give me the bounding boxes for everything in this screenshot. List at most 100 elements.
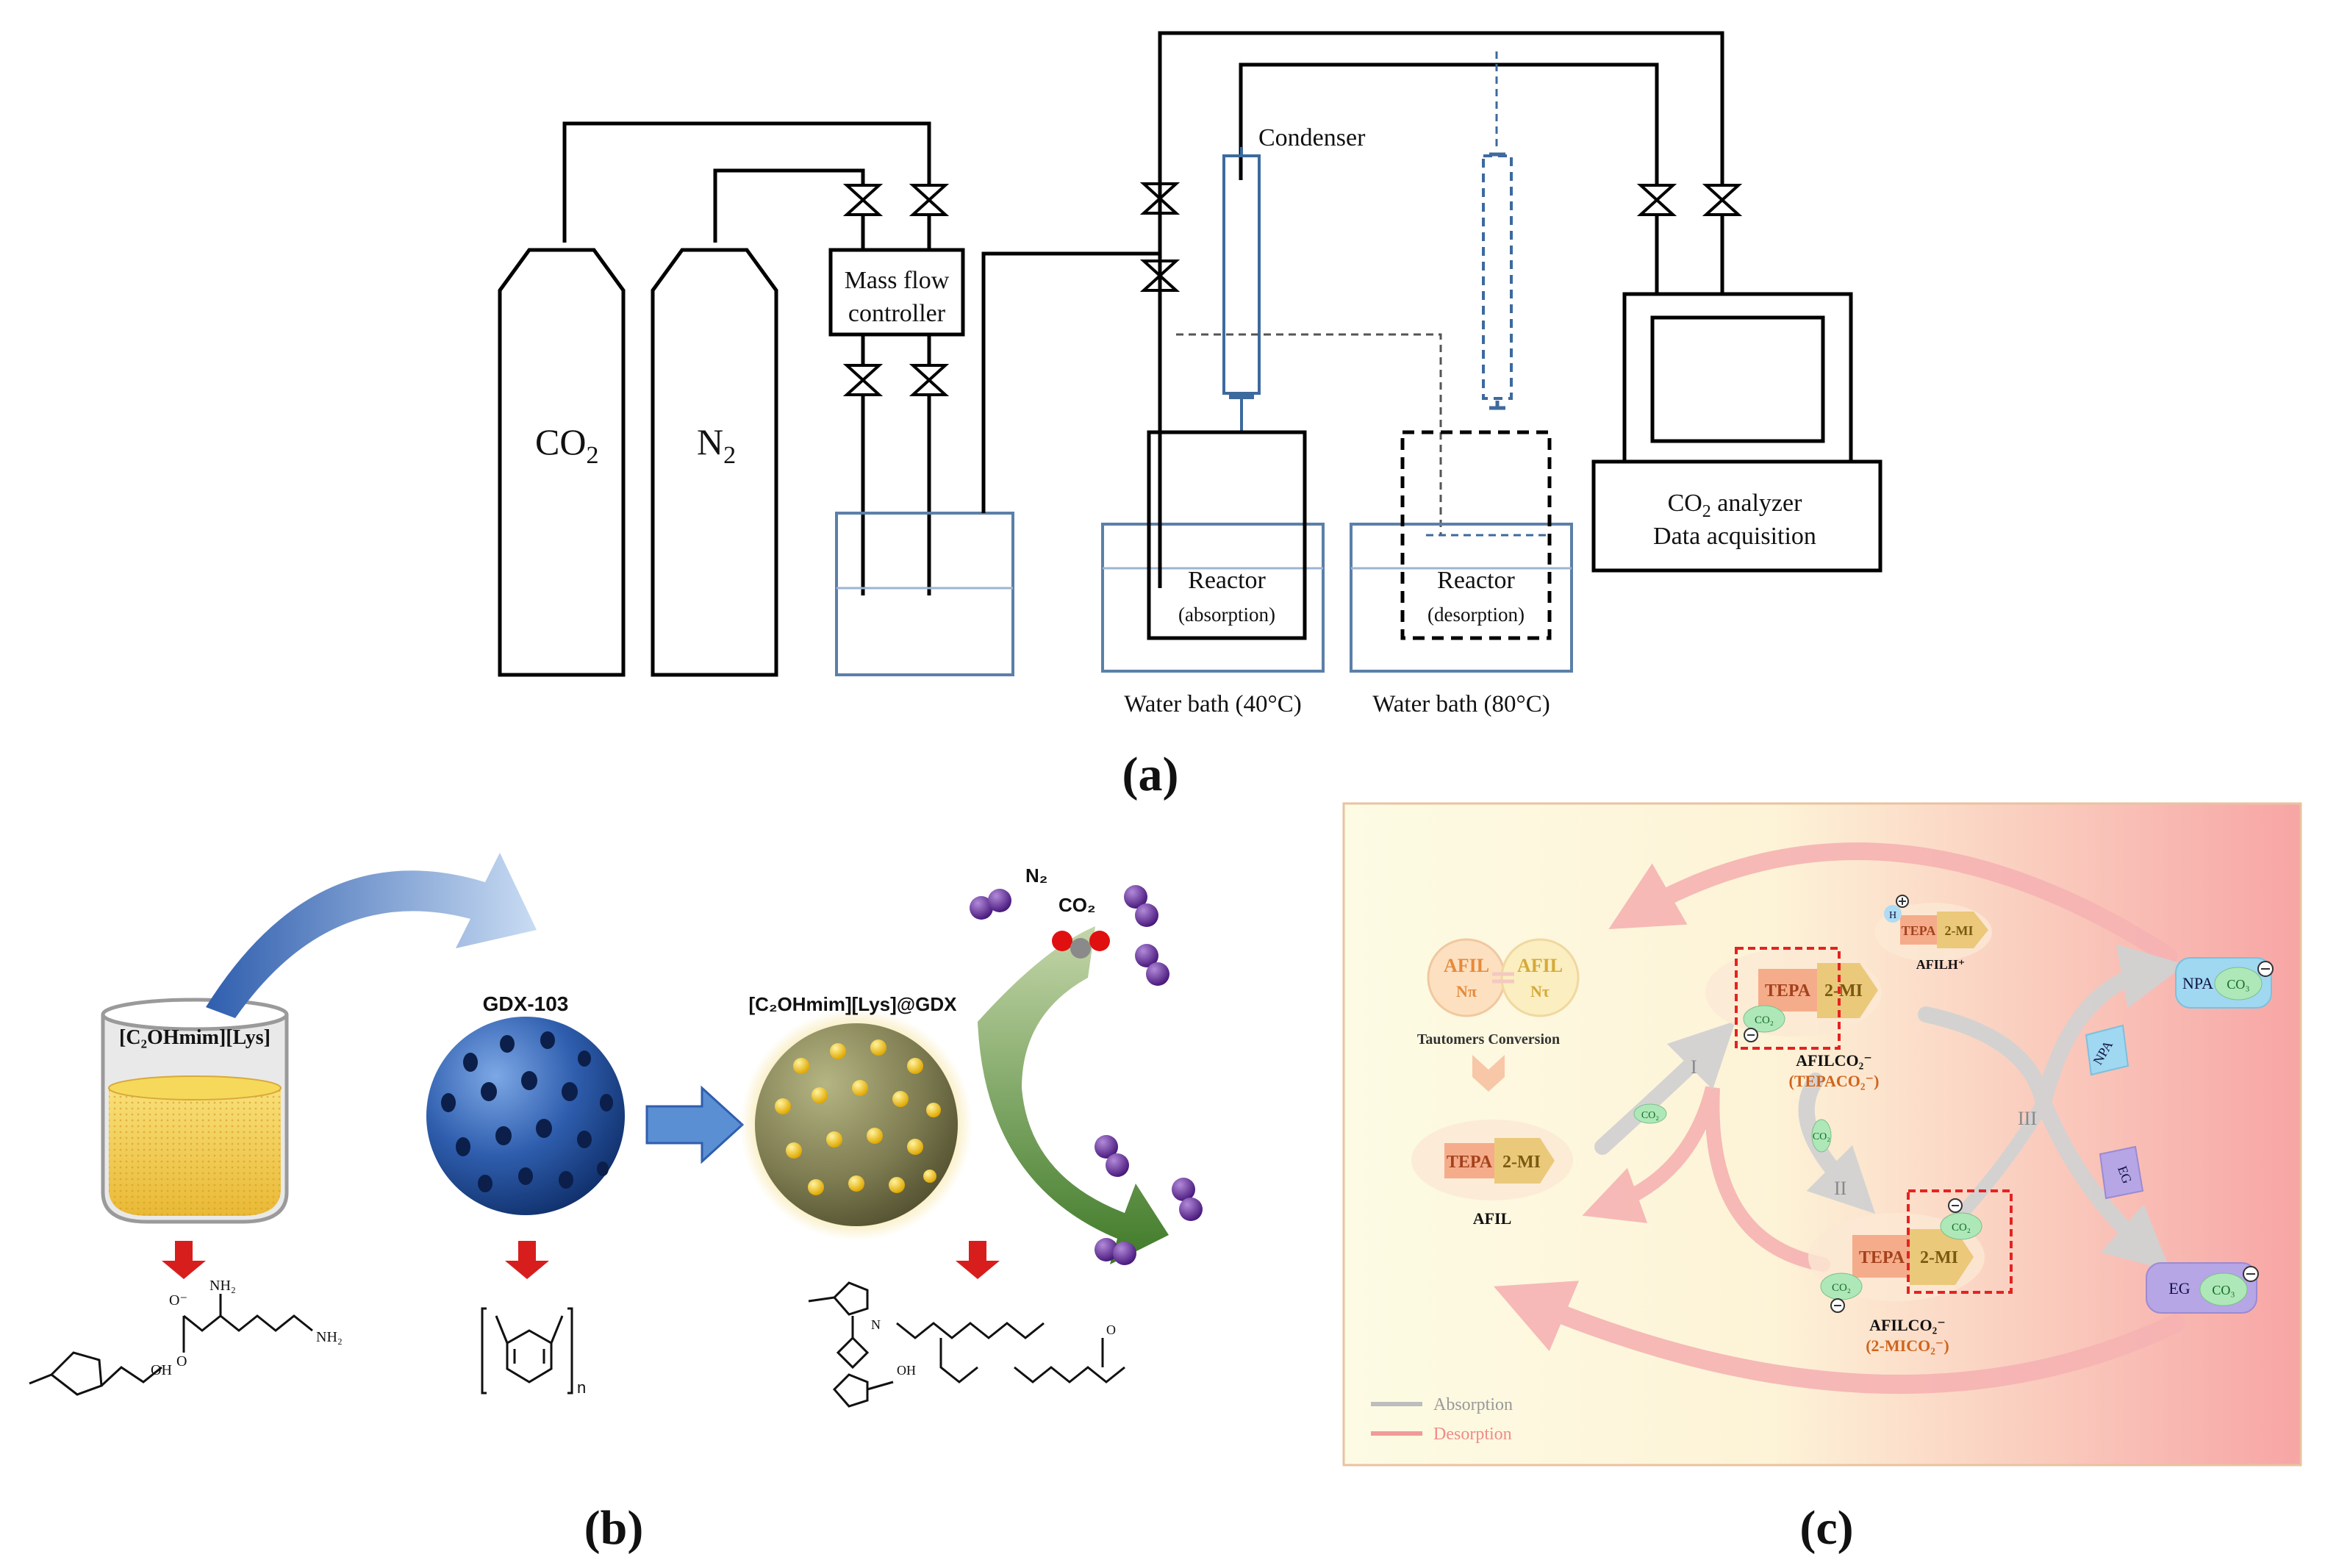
tautomers-label: Tautomers Conversion	[1417, 1031, 1560, 1048]
afil-mi	[1494, 1138, 1555, 1184]
afilh-mi	[1937, 912, 1988, 948]
dashed-highlight-box	[1735, 947, 1841, 1050]
co2-molecule	[1052, 931, 1110, 959]
gdx-sphere	[426, 1017, 625, 1215]
valve-icon	[842, 184, 884, 216]
atom-label: OH	[897, 1363, 916, 1378]
mass-flow-label-1: Mass flow	[845, 267, 950, 294]
desorption-arrow-bottom	[1494, 1281, 2185, 1395]
co3-label: CO₃	[2212, 1283, 2235, 1297]
legend-absorption-label: Absorption	[1433, 1395, 1513, 1414]
afil-tepa	[1444, 1143, 1494, 1178]
co2-label: CO₂	[1755, 1014, 1774, 1026]
n2-cylinder	[651, 248, 778, 677]
valve-icon	[909, 364, 950, 396]
co2-bubble-label: CO₂	[1813, 1131, 1830, 1142]
reactor-absorption-mode: (absorption)	[1178, 604, 1275, 626]
atom-label: O	[176, 1353, 187, 1370]
mico2-tepa	[1852, 1235, 1910, 1278]
right-arrow-icon	[645, 1085, 745, 1164]
afilco2-2-label: AFILCO₂⁻	[1869, 1316, 1946, 1334]
reactor-absorption-label: Reactor	[1188, 567, 1266, 594]
composite-structure	[808, 1281, 1125, 1408]
bubbler-bath	[835, 512, 1014, 676]
mass-flow-controller	[828, 248, 965, 337]
condenser-label: Condenser	[1258, 124, 1366, 151]
down-arrow-icon	[162, 1241, 206, 1279]
water-bath-40	[1101, 523, 1325, 673]
valve-icon	[1702, 184, 1743, 216]
analyzer-screen	[1650, 315, 1825, 443]
co2-label: CO₂	[1952, 1222, 1971, 1234]
curved-arrow-icon	[206, 853, 537, 1018]
mi-label: 2-MI	[1502, 1153, 1541, 1172]
down-arrow-icon	[505, 1241, 549, 1279]
afil-npi	[1427, 938, 1506, 1017]
reactor-absorption	[1147, 430, 1307, 640]
absorption-arrow-3c	[1956, 1096, 2050, 1220]
il-structure	[29, 1294, 313, 1396]
tepa-label: TEPA	[1765, 981, 1811, 1000]
n2-label: N₂	[1025, 864, 1047, 887]
valve-icon	[1636, 184, 1677, 216]
valve-icon	[909, 184, 950, 216]
eg-tag	[2099, 1145, 2144, 1200]
beaker: [C₂OHmim][Lys]	[101, 998, 289, 1224]
atom-label: N	[871, 1317, 881, 1332]
tepaco2-tepa	[1758, 969, 1817, 1012]
tepa-label: TEPA	[1447, 1153, 1493, 1172]
atom-label: OH	[151, 1362, 172, 1378]
valve-icon	[842, 364, 884, 396]
proton-icon	[1884, 905, 1902, 923]
tepa-label: TEPA	[1859, 1248, 1905, 1267]
dashed-highlight-box	[1907, 1189, 2013, 1294]
sphere-dots	[775, 1039, 941, 1195]
reactor-desorption-mode: (desorption)	[1427, 604, 1525, 626]
atom-label: O⁻	[169, 1292, 187, 1309]
step-1-label: I	[1691, 1056, 1697, 1078]
gdx-label: GDX-103	[483, 992, 569, 1015]
absorption-arrow-1	[1594, 1020, 1736, 1155]
desorption-arrow-middle	[1582, 1086, 1830, 1272]
afilh-label: AFILH⁺	[1916, 957, 1966, 972]
npa-tag	[2085, 1024, 2129, 1076]
composite-sphere	[755, 1023, 958, 1226]
curved-green-arrow-icon	[978, 926, 1169, 1264]
atom-label: NH₂	[209, 1278, 236, 1294]
co3-label: CO₃	[2227, 977, 2249, 992]
atom-label: O	[1106, 1322, 1116, 1337]
reactor-desorption-label: Reactor	[1437, 567, 1515, 594]
mico2-mi	[1910, 1229, 1974, 1285]
tepa-label: TEPA	[1902, 923, 1936, 938]
panel-a	[498, 31, 1882, 677]
bath-40-label: Water bath (40°C)	[1124, 691, 1301, 717]
sphere-pores	[441, 1031, 613, 1192]
tepaco2-label: (TEPACO₂⁻)	[1789, 1072, 1880, 1090]
co2-label: CO₂	[1058, 894, 1096, 916]
co2-cylinder-label: CO2	[535, 421, 598, 469]
n2-cylinder-label: N2	[697, 421, 736, 469]
absorption-arrow-3b	[2035, 1095, 2171, 1272]
valve-icon	[1139, 259, 1181, 292]
panel-b-label: (b)	[584, 1501, 644, 1555]
subscript-n: n	[577, 1378, 586, 1397]
panel-a-label: (a)	[1122, 748, 1179, 801]
beaker-label: [C₂OHmim][Lys]	[119, 1026, 271, 1049]
analyzer-box	[1591, 459, 1882, 573]
npa-label: NPA	[2182, 974, 2213, 992]
down-arrow-icon	[1472, 1055, 1505, 1092]
swap-arrow-icon	[1492, 972, 1514, 984]
composite-label: [C₂OHmim][Lys]@GDX	[749, 993, 958, 1015]
condenser	[1222, 154, 1261, 395]
afil-label: AFIL	[1473, 1209, 1512, 1228]
afilco2-1-label: AFILCO₂⁻	[1796, 1051, 1872, 1070]
absorption-arrow-2	[1798, 1073, 1876, 1214]
mi-label: 2-MI	[1945, 923, 1974, 938]
condenser-desorption	[1482, 154, 1513, 400]
step-2-label: II	[1834, 1178, 1846, 1199]
bath-80-label: Water bath (80°C)	[1372, 691, 1550, 717]
mass-flow-label-2: controller	[848, 300, 946, 327]
